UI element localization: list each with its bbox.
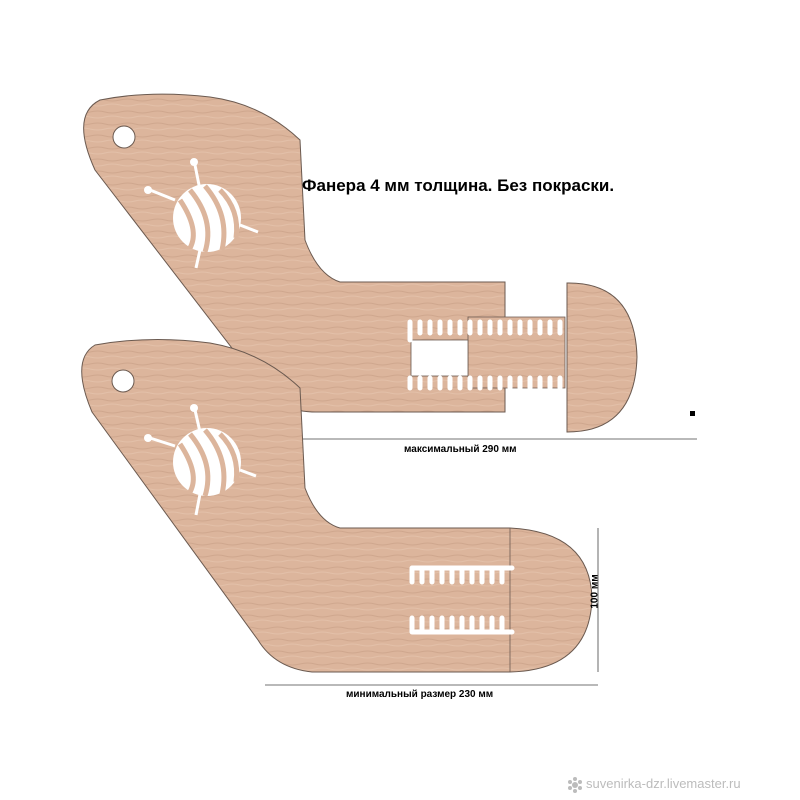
knitting-needle-icon <box>144 158 259 269</box>
dot-marker <box>690 411 695 416</box>
sock-min-body <box>81 338 593 673</box>
sock-max-body <box>83 93 506 413</box>
sock-max-comb-bottom <box>407 375 563 391</box>
watermark-text: suvenirka-dzr.livemaster.ru <box>586 776 741 791</box>
hanging-hole-icon <box>111 369 135 393</box>
sock-min-comb-bottom <box>409 615 515 635</box>
yarn-ball-icon <box>173 184 241 253</box>
max-size-label: максимальный 290 мм <box>404 444 517 455</box>
sock-min-comb-top <box>409 565 515 585</box>
sock-blocker-max <box>83 93 638 433</box>
watermark-flower-icon <box>568 777 582 793</box>
hanging-hole-icon <box>112 125 136 149</box>
min-size-label: минимальный размер 230 мм <box>346 689 494 700</box>
sock-max-window <box>410 339 469 377</box>
knitting-needle-icon <box>144 404 257 516</box>
sock-blocker-min <box>81 338 593 673</box>
material-note: Фанера 4 мм толщина. Без покраски. <box>302 176 615 195</box>
sock-max-comb-top <box>407 319 563 343</box>
sock-max-toe <box>566 282 638 433</box>
yarn-ball-icon <box>173 428 241 497</box>
height-label: 100 мм <box>589 574 601 609</box>
